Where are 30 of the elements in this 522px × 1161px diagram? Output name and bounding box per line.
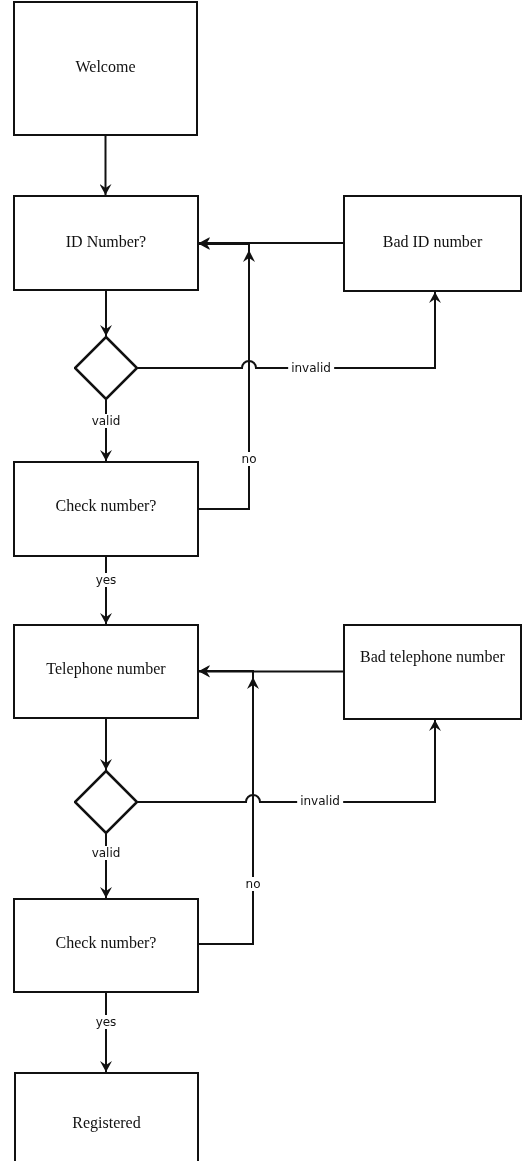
box-label: Welcome <box>74 58 137 77</box>
box-label: Bad telephone number <box>359 648 506 667</box>
box-label: Telephone number <box>45 660 167 679</box>
process-box <box>13 898 199 993</box>
process-box <box>13 461 199 557</box>
edge-label: invalid <box>297 794 343 808</box>
decision-diamond <box>74 770 138 834</box>
process-box <box>14 1072 199 1161</box>
arrow <box>100 833 112 899</box>
process-box <box>13 195 199 291</box>
edge-label: invalid <box>288 361 334 375</box>
arrow <box>99 135 112 196</box>
arrow <box>137 719 441 803</box>
process-box <box>343 624 522 720</box>
process-box <box>343 195 522 292</box>
box-label: Check number? <box>54 497 158 516</box>
box-label: Check number? <box>54 934 158 953</box>
arrow <box>198 665 344 678</box>
box-label: Bad ID number <box>381 233 484 252</box>
arrow <box>198 665 259 945</box>
arrow <box>137 291 441 369</box>
process-box <box>13 624 199 719</box>
arrow <box>100 290 112 337</box>
decision-diamond <box>74 336 138 400</box>
process-box <box>13 1 198 136</box>
arrow <box>100 718 112 771</box>
box-label: Registered <box>71 1114 142 1133</box>
arrow <box>198 237 344 249</box>
arrow <box>198 238 255 510</box>
box-label: ID Number? <box>64 233 148 252</box>
